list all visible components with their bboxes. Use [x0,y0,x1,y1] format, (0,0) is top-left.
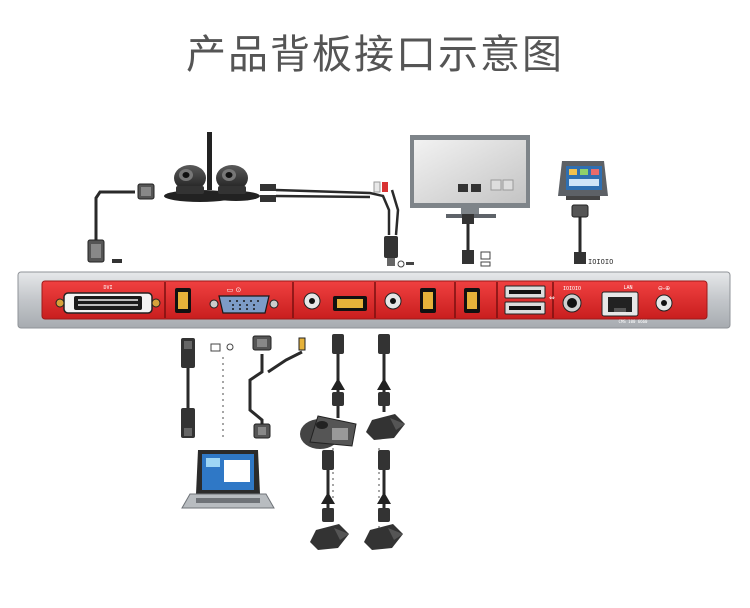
conference-phone-icon [300,415,357,449]
microphone-icon [310,524,349,550]
hdmi-plug-icon [181,338,195,438]
model-label: CMS 100 6660 [619,319,648,324]
lan-port [601,291,639,317]
hdmi-out-port-1 [420,288,436,313]
microphone-icon [364,524,403,550]
serial-plug-icon [571,204,589,264]
power-port: ⊖-⊕ [655,285,673,312]
microphone-icon [366,414,405,440]
svg-text:⇔: ⇔ [549,294,555,302]
hdmi-port-1 [175,288,191,313]
audio-symbol-icon [397,260,414,268]
monitor-icon [410,135,530,218]
hdmi-symbol-icon [112,259,122,263]
svg-text:⊖-⊕: ⊖-⊕ [658,285,670,292]
dvi-port [55,292,161,314]
laptop-icon [181,450,275,509]
serial-port [562,293,582,313]
rca-plug-icon [260,181,398,266]
hdmi-out-port-2 [464,288,480,313]
usb-ports [504,285,546,315]
camera-dvi-cable [94,190,135,240]
audio-out-port [384,292,402,310]
mic-connector-icon [377,450,391,522]
hdmi-out-port-wide [333,296,367,311]
svg-text:▭ ⊙: ▭ ⊙ [227,286,242,294]
vga-plug-icon [252,335,272,439]
usb-symbol-icon: ⇔ [549,294,555,302]
serial-port-label: IOIOIO [563,286,581,292]
hdmi-plug-icon [462,214,474,264]
lan-port-label: LAN [623,285,632,291]
vga-port: ▭ ⊙ [209,286,279,314]
mic-connector-icon [331,334,345,406]
pc-symbol-icon [210,343,234,352]
rca-plug-icon [298,337,306,351]
serial-cable-label: IOIOIO [588,258,613,266]
mic-connector-icon [321,450,335,522]
camera-control-cable [275,188,400,236]
dvi-port-label: DVI [103,285,112,291]
dvi-plug-icon [87,183,155,263]
audio-in-port [303,292,321,310]
touch-panel-icon [558,161,608,200]
diagram-title: 产品背板接口示意图 [186,32,564,78]
laptop-vga-cable [248,350,303,425]
mic-connector-icon [377,334,391,406]
camera-icon [164,132,260,202]
display-symbol-icon [480,251,491,267]
